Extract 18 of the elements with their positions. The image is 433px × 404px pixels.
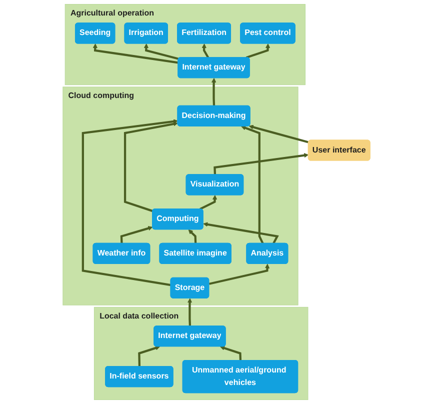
arrow: [212, 78, 216, 106]
arrow: [200, 194, 218, 210]
arrow: [138, 346, 160, 367]
arrow: [124, 122, 178, 212]
arrow: [241, 126, 264, 244]
arrow: [187, 298, 192, 326]
arrow: [144, 44, 179, 60]
arrow: [220, 346, 242, 361]
arrow: [208, 264, 270, 285]
arrow: [246, 44, 270, 59]
arrow: [120, 226, 153, 244]
arrow: [214, 153, 309, 175]
arrow: [82, 119, 178, 286]
arrow: [203, 222, 279, 244]
arrow: [248, 124, 309, 144]
arrow: [188, 229, 197, 244]
arrow: [92, 44, 178, 64]
arrow: [202, 44, 210, 58]
